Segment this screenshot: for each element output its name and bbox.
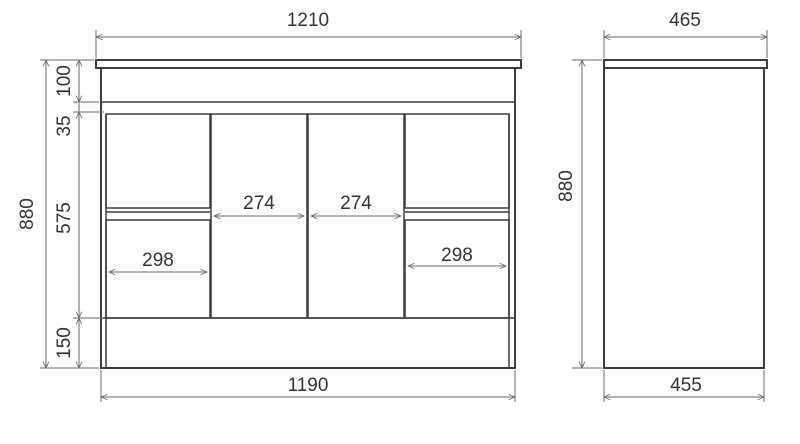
label-overall-width: 1210 xyxy=(287,10,329,31)
label-door-height: 575 xyxy=(54,202,75,234)
side-benchtop xyxy=(603,59,768,69)
side-body xyxy=(603,67,765,369)
right-door xyxy=(404,113,510,209)
label-drawer-width-right: 298 xyxy=(441,245,473,266)
label-top-depth: 465 xyxy=(669,10,701,31)
label-door-width-right-center: 274 xyxy=(340,193,372,214)
label-plinth-height: 150 xyxy=(54,327,75,359)
label-carcass-width: 1190 xyxy=(288,375,329,396)
side-view: 465 455 880 xyxy=(556,10,768,402)
benchtop xyxy=(95,59,522,69)
carcass-outline xyxy=(100,67,516,369)
label-base-depth: 455 xyxy=(670,375,702,396)
left-door xyxy=(105,113,211,209)
right-drawer xyxy=(404,219,510,319)
label-overall-height: 880 xyxy=(17,198,38,230)
label-kick-height: 100 xyxy=(54,65,75,97)
label-side-height: 880 xyxy=(556,170,577,202)
front-view: 1210 1190 880 100 35 575 150 274 274 xyxy=(17,10,522,402)
label-top-gap: 35 xyxy=(54,115,75,136)
label-door-width-left-center: 274 xyxy=(243,193,275,214)
label-drawer-width-left: 298 xyxy=(142,250,174,271)
center-left-door xyxy=(210,113,308,319)
center-right-door xyxy=(307,113,405,319)
